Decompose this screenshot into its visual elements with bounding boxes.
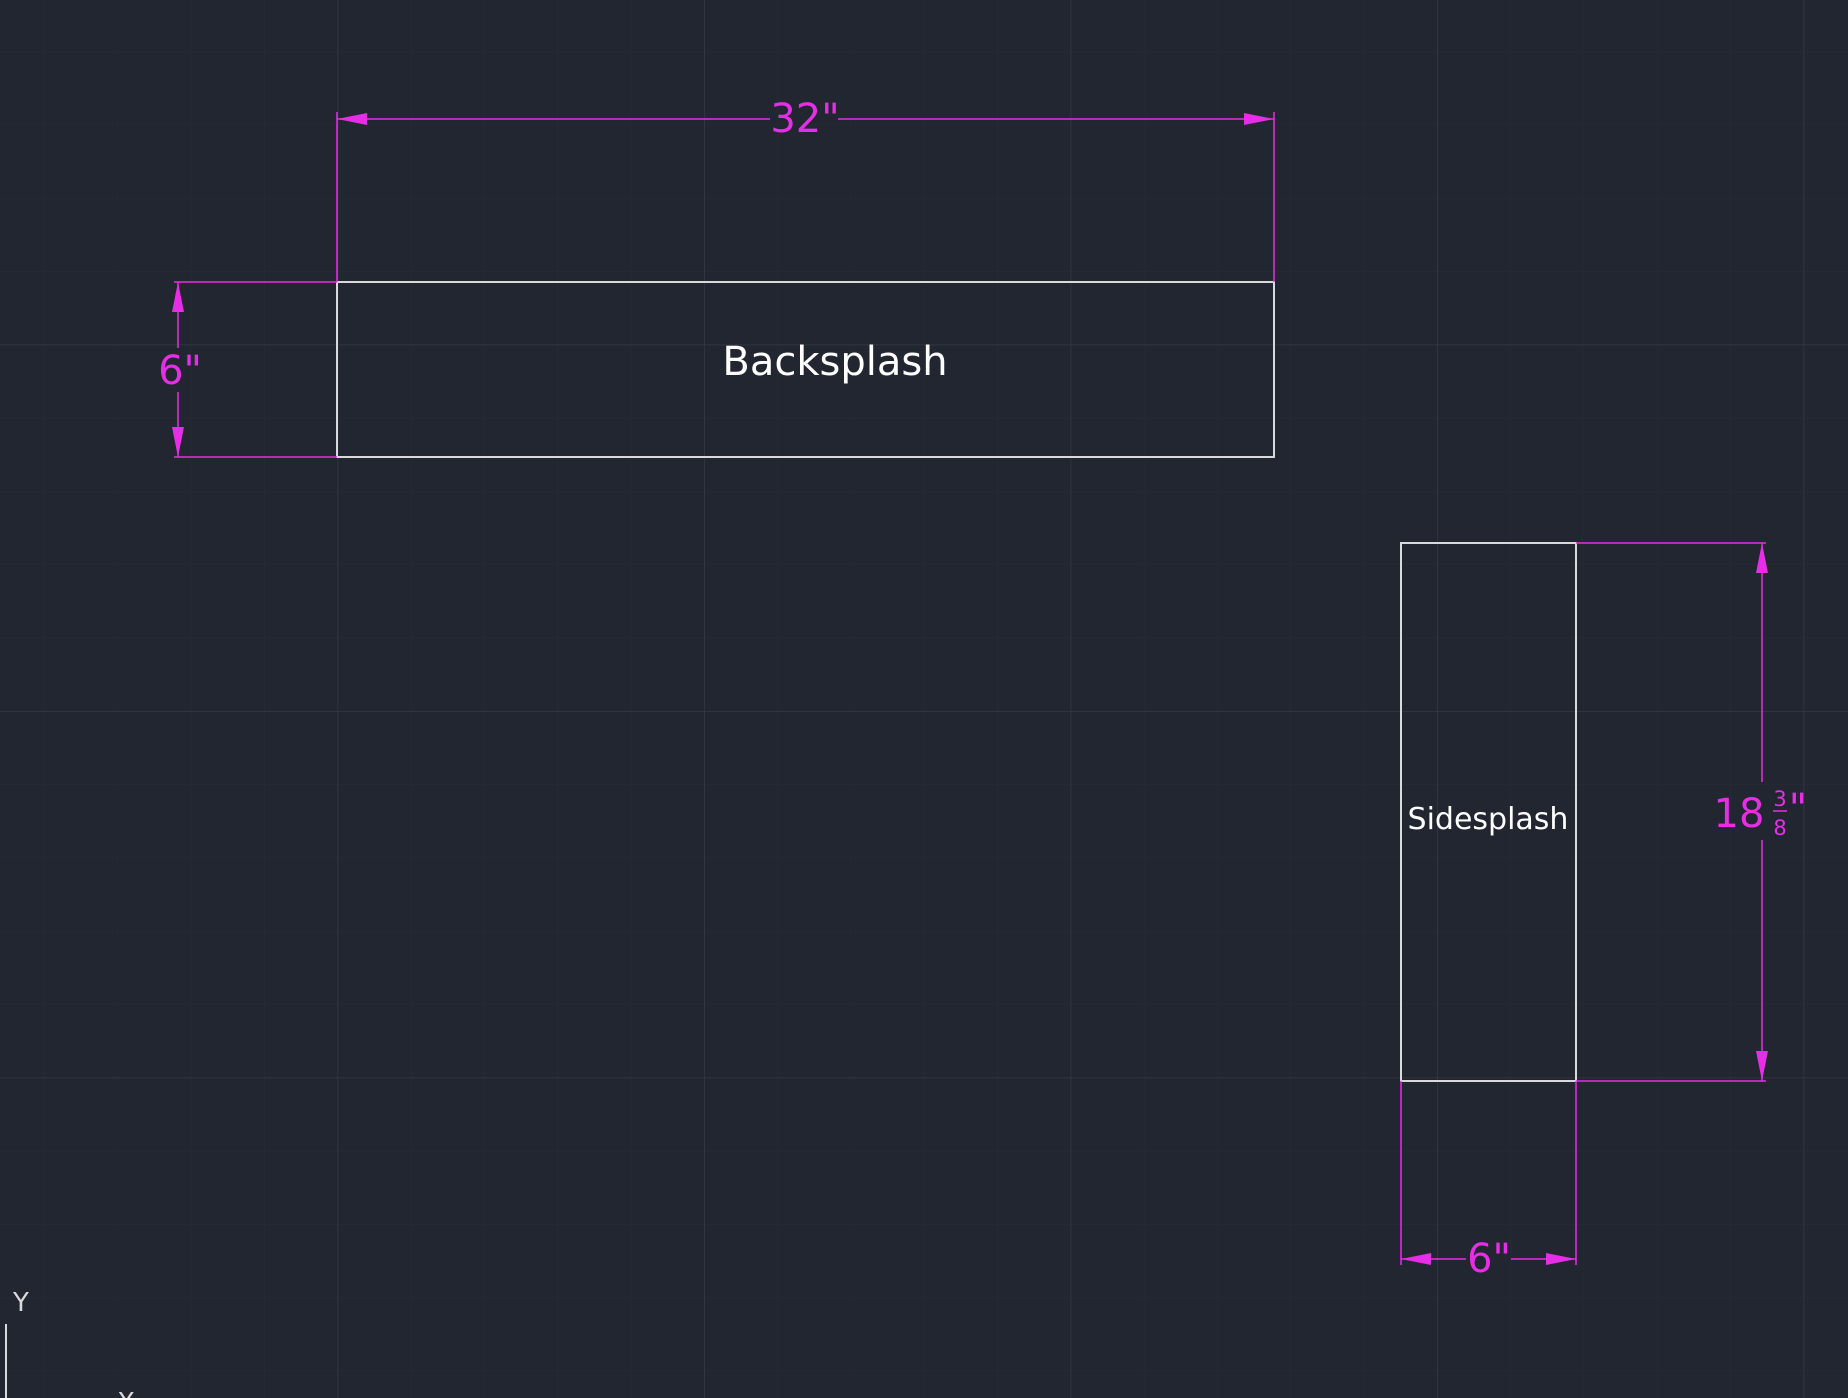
arrowhead-right-icon — [1546, 1253, 1576, 1265]
arrowhead-down-icon — [172, 427, 184, 457]
backsplash-label: Backsplash — [722, 339, 947, 385]
sidesplash-height-denominator: 8 — [1773, 816, 1786, 840]
ucs-y-label: Y — [12, 1288, 29, 1318]
backsplash-outline[interactable] — [336, 281, 1275, 458]
sidesplash-height-dimension[interactable]: 18 3 8 " — [1576, 542, 1807, 1082]
sidesplash-height-numerator: 3 — [1773, 787, 1786, 811]
sidesplash-outline[interactable] — [1400, 542, 1577, 1082]
arrowhead-up-icon — [1756, 543, 1768, 573]
sidesplash-height-whole: 18 — [1714, 791, 1765, 837]
sidesplash-width-text: 6" — [1467, 1236, 1511, 1282]
backsplash-height-text: 6" — [158, 348, 202, 394]
backsplash-width-dimension[interactable]: 32" — [336, 96, 1275, 282]
backsplash-width-text: 32" — [770, 96, 839, 142]
sidesplash-width-dimension[interactable]: 6" — [1400, 1081, 1577, 1282]
backsplash-height-dimension[interactable]: 6" — [158, 281, 337, 458]
ucs-x-label: X — [117, 1388, 135, 1398]
sidesplash-label: Sidesplash — [1408, 802, 1569, 837]
sidesplash-height-unit: " — [1789, 786, 1807, 832]
backsplash-part[interactable]: Backsplash — [336, 281, 1275, 458]
arrowhead-left-icon — [1401, 1253, 1431, 1265]
sidesplash-part[interactable]: Sidesplash — [1400, 542, 1577, 1082]
arrowhead-right-icon — [1244, 113, 1274, 125]
arrowhead-left-icon — [337, 113, 367, 125]
arrowhead-down-icon — [1756, 1051, 1768, 1081]
arrowhead-up-icon — [172, 282, 184, 312]
ucs-icon[interactable]: Y X — [5, 1288, 135, 1398]
